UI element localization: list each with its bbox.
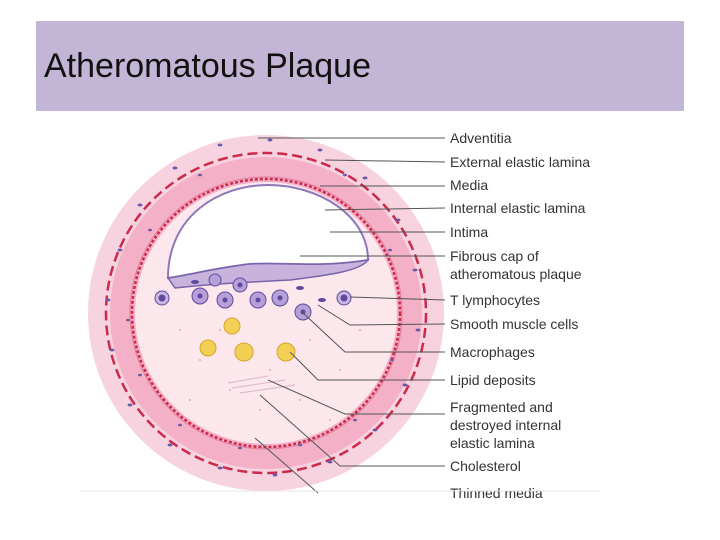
title-bar: Atheromatous Plaque <box>36 21 684 111</box>
cholesterol-crystals <box>227 375 296 394</box>
label-cholesterol: Cholesterol <box>450 458 521 474</box>
external-elastic-lamina-ring <box>104 151 428 475</box>
diagram-labels: Adventitia External elastic lamina Media… <box>450 130 590 501</box>
label-fragmented-line1: Fragmented and <box>450 399 553 415</box>
label-fragmented-line3: elastic lamina <box>450 435 535 451</box>
label-adventitia: Adventitia <box>450 130 512 146</box>
t-lymphocytes <box>154 290 352 306</box>
media-inner-ring <box>129 176 403 450</box>
label-thinned-media: Thinned media <box>450 485 543 501</box>
label-intima: Intima <box>450 224 488 240</box>
label-smooth-muscle-cells: Smooth muscle cells <box>450 316 578 332</box>
vessel-cross-section <box>88 135 444 491</box>
slide-title: Atheromatous Plaque <box>44 47 371 85</box>
label-lipid-deposits: Lipid deposits <box>450 372 536 388</box>
label-internal-elastic-lamina: Internal elastic lamina <box>450 200 586 216</box>
label-external-elastic-lamina: External elastic lamina <box>450 154 590 170</box>
label-t-lymphocytes: T lymphocytes <box>450 292 540 308</box>
label-media: Media <box>450 177 488 193</box>
lipid-deposits <box>199 317 296 362</box>
label-fibrous-cap-line1: Fibrous cap of <box>450 248 539 264</box>
intima-speckle <box>179 329 361 421</box>
label-fragmented-line2: destroyed internal <box>450 417 561 433</box>
label-macrophages: Macrophages <box>450 344 535 360</box>
media-nuclei <box>105 138 421 477</box>
label-fibrous-cap-line2: atheromatous plaque <box>450 266 582 282</box>
leader-lines <box>254 137 446 494</box>
smooth-muscle-cell-nuclei <box>191 280 326 315</box>
